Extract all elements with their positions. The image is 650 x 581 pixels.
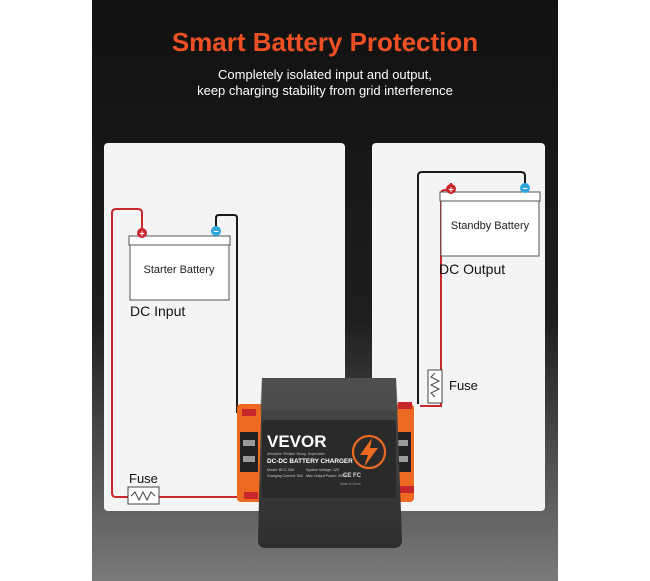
- left-negative-wire: [215, 214, 250, 413]
- left-fuse-label: Fuse: [129, 471, 158, 486]
- dc-input-label: DC Input: [130, 303, 185, 319]
- device-brand-tagline: Affordable. Reliable. Strong. Dependable…: [267, 452, 326, 456]
- svg-text:−: −: [213, 227, 218, 237]
- svg-text:+: +: [448, 185, 453, 195]
- device-spec-4: Max Output Power: 390W: [306, 474, 348, 478]
- device-spec-1: Model: BCC-30A: [267, 468, 295, 472]
- device-product-name: DC-DC BATTERY CHARGER: [267, 458, 353, 465]
- right-fuse-label: Fuse: [449, 378, 478, 393]
- device-spec-3: System Voltage: 12V: [306, 468, 340, 472]
- starter-battery-label: Starter Battery: [144, 264, 215, 276]
- svg-text:+: +: [139, 229, 144, 239]
- device-brand: VEVOR: [267, 432, 327, 451]
- right-fuse-icon: [427, 369, 443, 404]
- starter-battery: Starter Battery: [128, 235, 231, 301]
- left-positive-wire: [111, 208, 244, 498]
- device-footer-text: Made in China: [340, 482, 361, 486]
- starter-negative-terminal: −: [211, 226, 221, 237]
- standby-negative-terminal: −: [520, 183, 530, 194]
- svg-text:−: −: [522, 184, 527, 194]
- device-cert-marks: CE FC: [343, 473, 362, 479]
- left-fuse-icon: [127, 486, 160, 505]
- subtitle-line-1: Completely isolated input and output,: [218, 67, 432, 82]
- standby-battery: Standby Battery: [439, 191, 541, 257]
- page-title: Smart Battery Protection: [172, 27, 478, 57]
- device-spec-2: Charging Current: 30A: [267, 474, 304, 478]
- starter-positive-terminal: +: [137, 228, 147, 239]
- right-negative-wire: [417, 171, 526, 404]
- lightning-bolt-icon: [351, 434, 387, 470]
- subtitle-line-2: keep charging stability from grid interf…: [197, 83, 453, 98]
- standby-positive-terminal: +: [446, 184, 456, 195]
- standby-battery-label: Standby Battery: [451, 220, 530, 232]
- dc-dc-battery-charger: VEVOR Affordable. Reliable. Strong. Depe…: [237, 378, 414, 548]
- dc-output-label: DC Output: [439, 261, 505, 277]
